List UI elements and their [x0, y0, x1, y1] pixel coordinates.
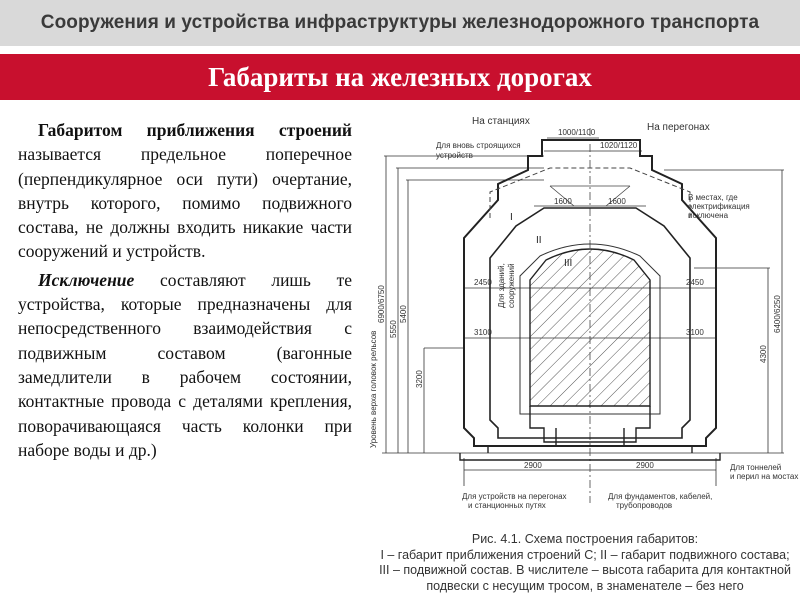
label-dim-2900-left: 2900: [524, 461, 542, 470]
slide-title: Габариты на железных дорогах: [208, 61, 592, 92]
label-on-hauls: На перегонах: [647, 122, 710, 133]
label-dim-1600-right: 1600: [608, 197, 626, 206]
label-dim-3100-left: 3100: [474, 328, 492, 337]
label-roman-1: I: [510, 212, 513, 223]
label-dim-1000-1100: 1000/1100: [558, 128, 596, 137]
track-structure: [459, 406, 721, 461]
label-new-devices-2: устройств: [436, 151, 473, 160]
definition-term: Габаритом приближения строений: [38, 120, 352, 140]
electrification-line: [549, 185, 631, 207]
header-bar: Сооружения и устройства инфраструктуры ж…: [0, 0, 800, 46]
label-dim-6900-6750: 6900/6750: [377, 285, 386, 323]
label-dim-6400-6250: 6400/6250: [773, 295, 782, 333]
label-rail-level: Уровень верха головок рельсов: [369, 331, 378, 448]
caption-line-3: III – подвижной состав. В числителе – вы…: [379, 563, 791, 577]
label-dim-2450-left: 2450: [474, 278, 492, 287]
label-new-devices-1: Для вновь строящихся: [436, 141, 521, 150]
exception-text: составляют лишь те устройства, которые п…: [18, 269, 352, 460]
label-tunnels-2: и перил на мостах: [730, 472, 798, 481]
label-dim-1020-1120: 1020/1120: [600, 141, 638, 150]
rolling-stock-inner-outline: [519, 243, 661, 415]
label-roman-2: II: [536, 235, 542, 246]
structure-clearance-outline: [463, 139, 717, 447]
label-at-stations: На станциях: [472, 116, 530, 127]
label-dim-3100-right: 3100: [686, 328, 704, 337]
slide-title-bar: Габариты на железных дорогах: [0, 54, 800, 100]
label-buildings-1: Для зданий,: [497, 263, 506, 308]
body-text: Габаритом приближения строений называетс…: [18, 118, 352, 466]
label-dim-5400: 5400: [399, 305, 408, 323]
rolling-stock-clearance-outline: [489, 207, 691, 439]
label-dim-3200: 3200: [415, 370, 424, 388]
caption-line-2: I – габарит приближения строений С; II –…: [380, 547, 790, 562]
exception-paragraph: Исключение составляют лишь те устройства…: [18, 268, 352, 462]
label-buildings-2: сооружений: [507, 263, 516, 308]
station-clearance-line: [489, 167, 691, 218]
label-dim-5550: 5550: [389, 320, 398, 338]
label-foundations-1: Для фундаментов, кабелей,: [608, 492, 712, 501]
dimension-lines: [382, 137, 784, 486]
label-dim-1600-left: 1600: [554, 197, 572, 206]
figure-caption: Рис. 4.1. Схема построения габаритов: I …: [370, 532, 800, 594]
label-dim-2900-right: 2900: [636, 461, 654, 470]
label-hauls-devices-1: Для устройств на перегонах: [462, 492, 567, 501]
rolling-stock-body: [529, 248, 651, 407]
caption-line-1: Рис. 4.1. Схема построения габаритов:: [471, 532, 699, 546]
label-electrif-1: В местах, где: [688, 193, 738, 202]
label-foundations-2: трубопроводов: [616, 501, 672, 510]
definition-paragraph: Габаритом приближения строений называетс…: [18, 118, 352, 264]
label-dim-4300: 4300: [759, 345, 768, 363]
exception-term: Исключение: [38, 269, 135, 290]
clearance-diagram: На станциях На перегонах 1000/1100 1020/…: [369, 116, 798, 510]
caption-line-4: подвески с несущим тросом, в знаменателе…: [426, 578, 744, 593]
label-electrif-2: электрификация: [688, 202, 750, 211]
label-hauls-devices-2: и станционных путях: [468, 501, 546, 510]
label-tunnels-1: Для тоннелей: [730, 463, 781, 472]
header-title: Сооружения и устройства инфраструктуры ж…: [40, 12, 760, 33]
label-electrif-3: исключена: [688, 211, 729, 220]
label-dim-2450-right: 2450: [686, 278, 704, 287]
definition-text: называется предельное поперечное (перпен…: [18, 144, 352, 262]
label-roman-3: III: [564, 258, 572, 269]
